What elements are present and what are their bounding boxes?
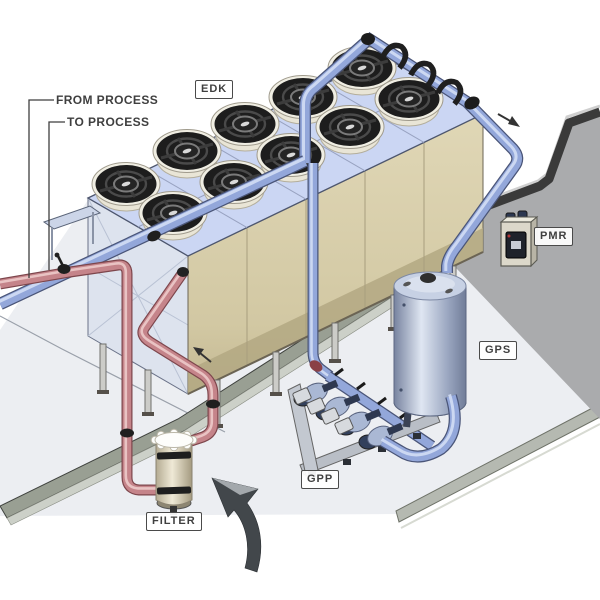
pump-group bbox=[287, 367, 441, 477]
tag-pmr: PMR bbox=[534, 227, 574, 246]
panel-display bbox=[511, 241, 521, 249]
platform-edge bbox=[395, 403, 600, 529]
tank-vent-cap bbox=[420, 273, 436, 283]
leader-line-to-process bbox=[48, 121, 65, 270]
filter-unit bbox=[150, 428, 198, 515]
filter-crown bbox=[150, 428, 198, 452]
tag-gpp: GPP bbox=[301, 470, 340, 489]
pump bbox=[293, 367, 409, 450]
fan bbox=[314, 104, 386, 156]
tag-edk: EDK bbox=[195, 80, 234, 99]
leader-lines bbox=[28, 99, 65, 278]
tag-filter: FILTER bbox=[146, 512, 202, 531]
tag-gps: GPS bbox=[479, 341, 518, 360]
callout-from-process: FROM PROCESS bbox=[56, 93, 159, 107]
rotation-arrow bbox=[211, 477, 262, 573]
control-panel bbox=[499, 210, 539, 268]
concrete-pad-outline bbox=[0, 315, 226, 433]
leader-line-from-process bbox=[28, 99, 54, 278]
cold-water-pipe bbox=[0, 33, 517, 446]
service-platform bbox=[42, 205, 102, 260]
flow-arrow-right bbox=[497, 113, 520, 127]
callout-to-process: TO PROCESS bbox=[67, 115, 150, 129]
flow-arrow-left bbox=[193, 347, 212, 363]
hot-water-pipe bbox=[0, 252, 220, 490]
valve bbox=[54, 252, 71, 274]
